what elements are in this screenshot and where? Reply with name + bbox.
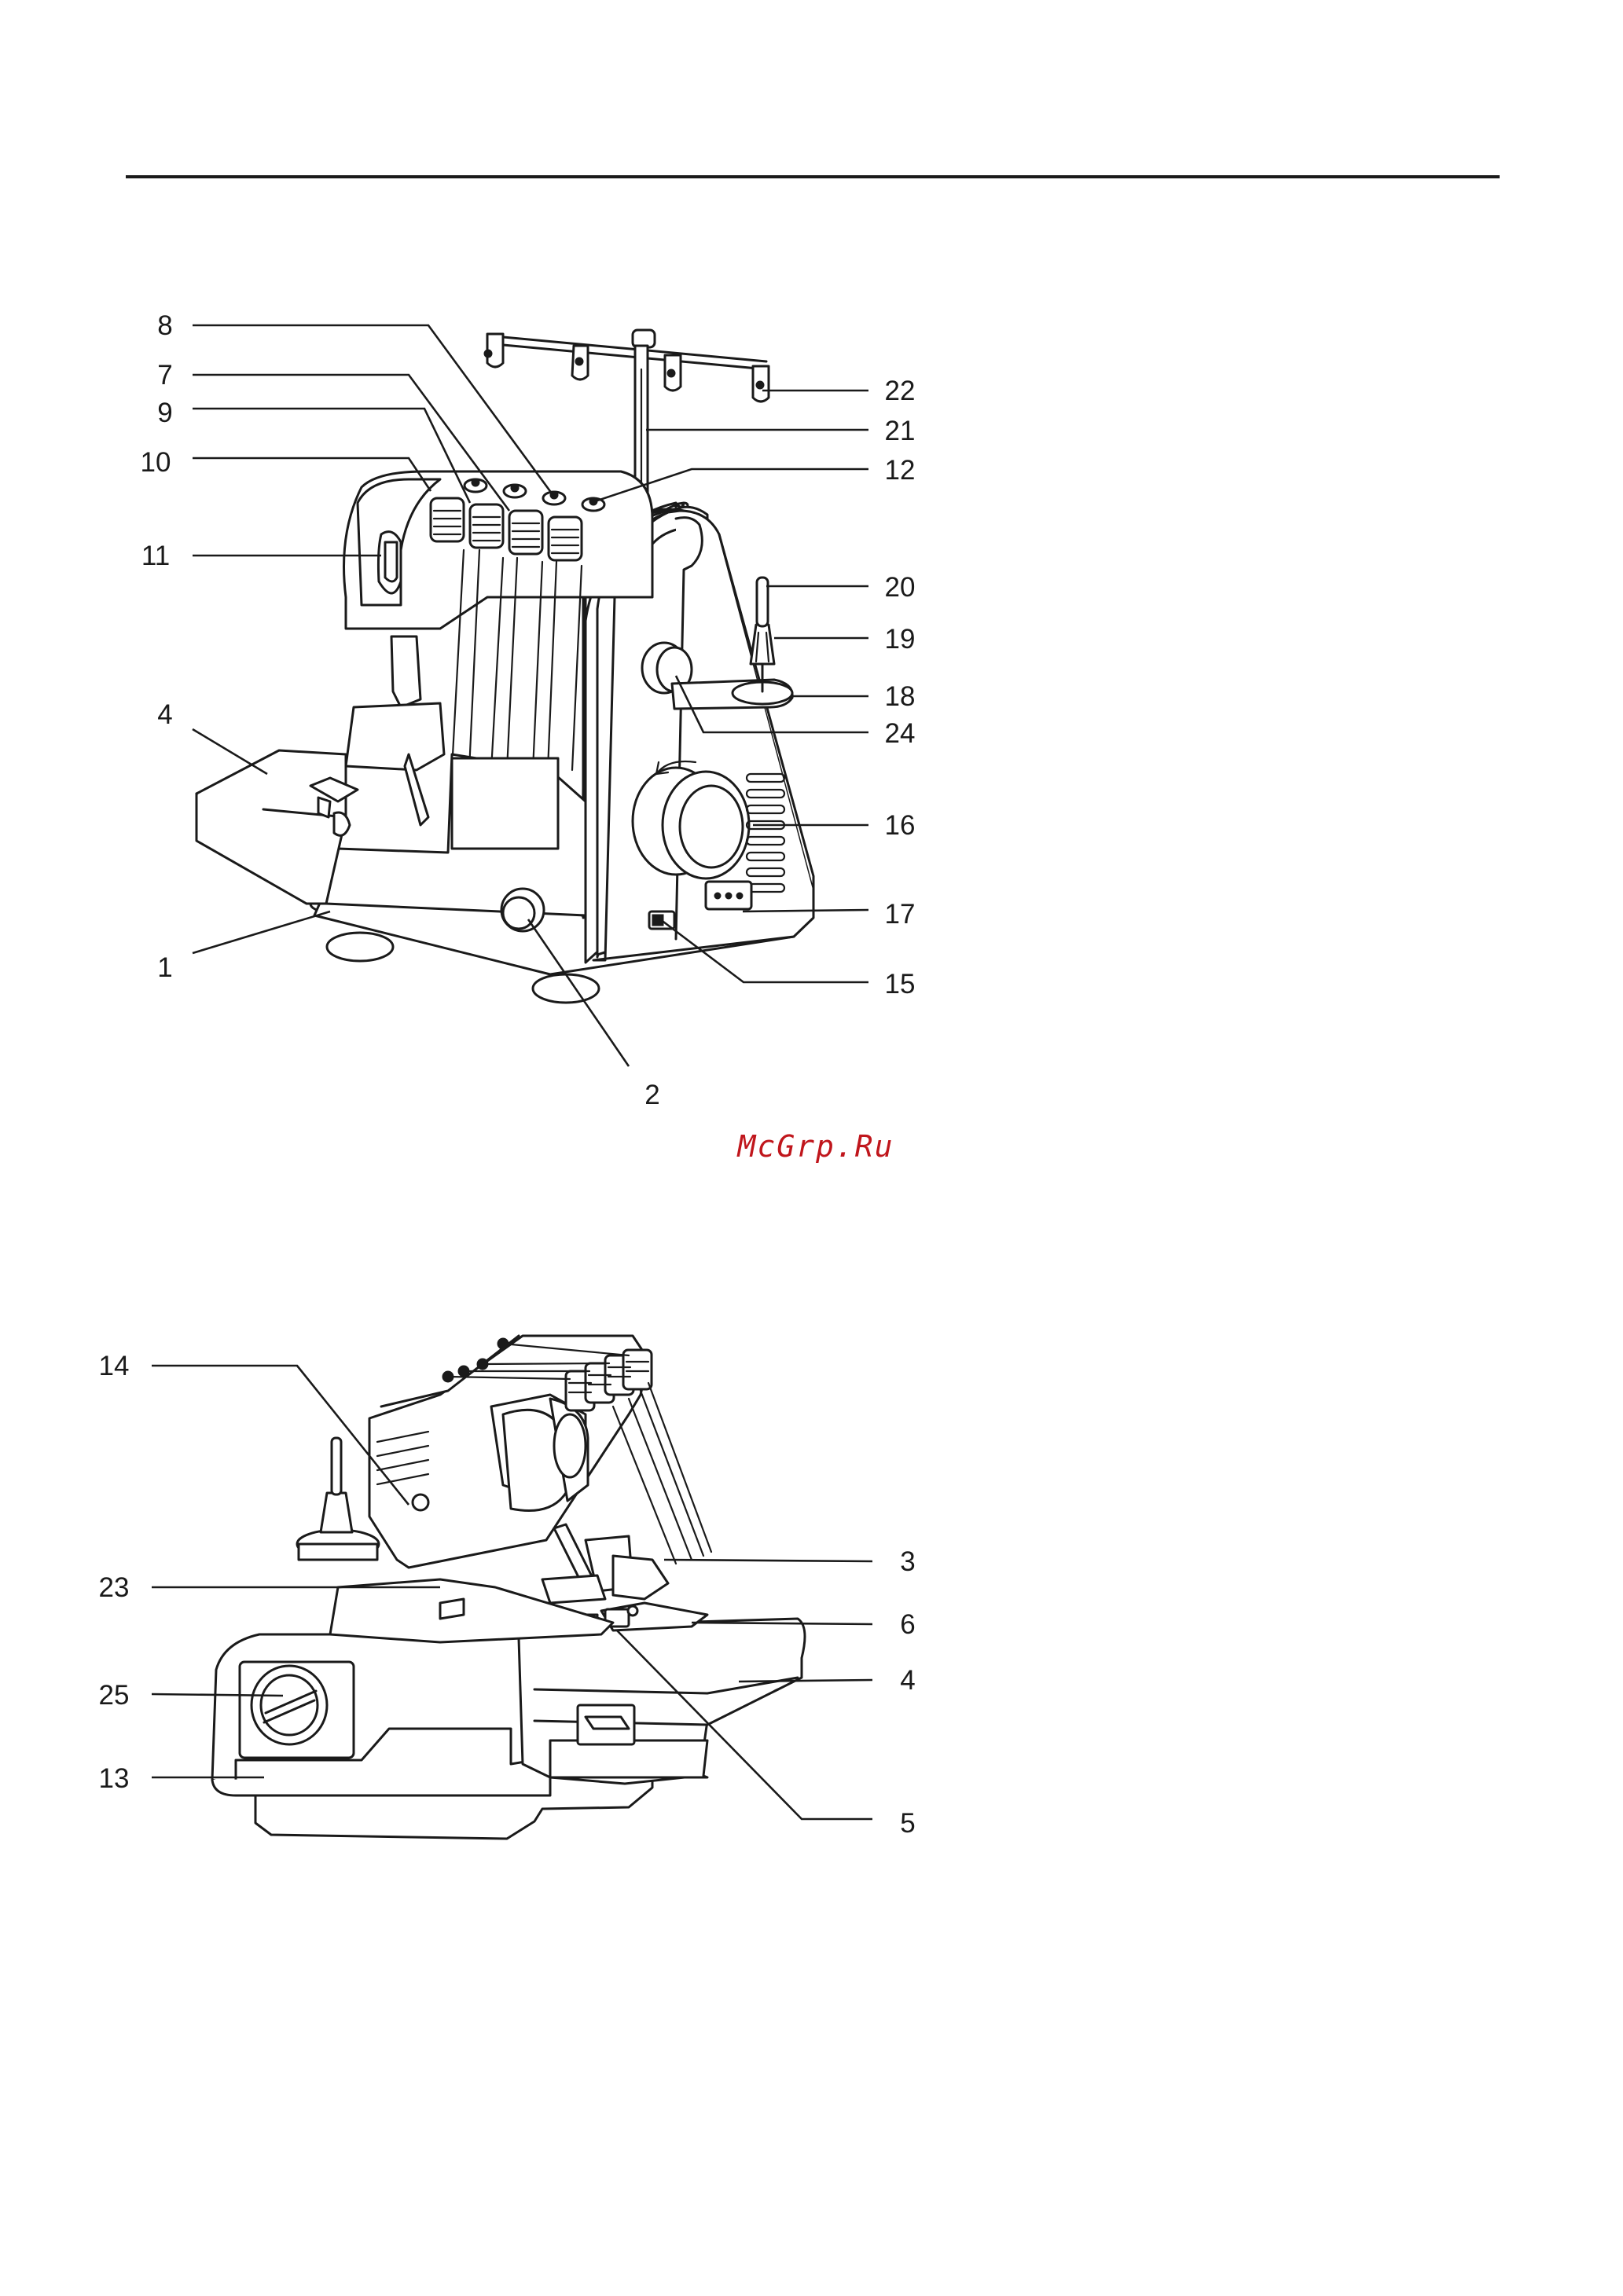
callout-11: 11 xyxy=(141,541,170,571)
callout-10: 10 xyxy=(141,447,171,478)
callout-12: 12 xyxy=(885,455,916,486)
callout-17: 17 xyxy=(885,899,916,930)
callout-15: 15 xyxy=(885,969,916,999)
callout-1: 1 xyxy=(157,952,172,983)
rear-spool-pin xyxy=(297,1438,379,1560)
callout-23: 23 xyxy=(99,1572,130,1603)
callout-14: 14 xyxy=(99,1351,130,1381)
callout-7: 7 xyxy=(157,360,172,391)
callout-6: 6 xyxy=(900,1609,915,1640)
callout-16: 16 xyxy=(885,810,916,841)
callout-4: 4 xyxy=(157,699,172,730)
callout-18: 18 xyxy=(885,681,916,712)
callout-3: 3 xyxy=(900,1546,915,1577)
callout-2: 2 xyxy=(644,1080,659,1110)
callout-19: 19 xyxy=(885,624,916,655)
callout-24: 24 xyxy=(885,718,916,749)
callout-20: 20 xyxy=(885,572,916,603)
callout-22: 22 xyxy=(885,376,916,406)
callout-4-rear: 4 xyxy=(900,1665,915,1696)
callout-21: 21 xyxy=(885,416,916,446)
callout-25: 25 xyxy=(99,1680,130,1711)
callout-5: 5 xyxy=(900,1808,915,1839)
callout-13: 13 xyxy=(99,1763,130,1794)
callout-9: 9 xyxy=(157,398,172,428)
watermark: McGrp.Ru xyxy=(736,1129,894,1164)
callout-8: 8 xyxy=(157,310,172,341)
